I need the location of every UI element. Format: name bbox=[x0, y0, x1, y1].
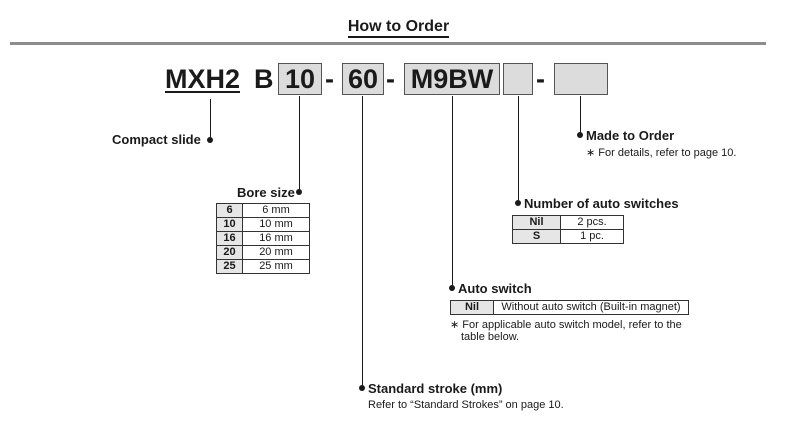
code-dash-1: - bbox=[325, 64, 334, 94]
leader-dot-auto-switch bbox=[449, 285, 455, 291]
standard-stroke-label: Standard stroke (mm) bbox=[368, 381, 503, 396]
code-type: B bbox=[254, 64, 274, 94]
code-bore-box: 10 bbox=[278, 63, 322, 95]
bore-value: 6 mm bbox=[242, 203, 310, 218]
leader-made-to-order bbox=[580, 96, 581, 135]
auto-switch-label: Auto switch bbox=[458, 281, 532, 296]
leader-dot-number-switches bbox=[515, 200, 521, 206]
code-stroke-box: 60 bbox=[342, 63, 384, 95]
leader-dot-compact-slide bbox=[207, 137, 213, 143]
leader-auto-switch bbox=[452, 96, 453, 288]
auto-switch-key: Nil bbox=[450, 300, 494, 315]
switch-count-key: Nil bbox=[512, 215, 561, 230]
standard-stroke-note: Refer to “Standard Strokes” on page 10. bbox=[368, 399, 564, 411]
bore-key: 6 bbox=[216, 203, 243, 218]
number-switches-label: Number of auto switches bbox=[524, 196, 679, 211]
bore-size-label: Bore size bbox=[237, 185, 295, 200]
code-made-to-order-box bbox=[554, 63, 608, 95]
bore-key: 20 bbox=[216, 245, 243, 260]
made-to-order-label: Made to Order bbox=[586, 128, 675, 143]
bore-value: 10 mm bbox=[242, 217, 310, 232]
code-dash-2: - bbox=[386, 64, 395, 94]
leader-dot-bore-size bbox=[296, 189, 302, 195]
leader-compact-slide bbox=[210, 99, 211, 140]
auto-switch-note: ∗ For applicable auto switch model, refe… bbox=[450, 319, 682, 331]
switch-count-key: S bbox=[512, 229, 561, 244]
made-to-order-note: ∗ For details, refer to page 10. bbox=[586, 147, 737, 159]
bore-key: 16 bbox=[216, 231, 243, 246]
bore-value: 16 mm bbox=[242, 231, 310, 246]
code-dash-3: - bbox=[536, 64, 545, 94]
leader-dot-standard-stroke bbox=[359, 385, 365, 391]
bore-key: 10 bbox=[216, 217, 243, 232]
code-switch-box: M9BW bbox=[404, 63, 500, 95]
page-title: How to Order bbox=[0, 18, 797, 38]
code-number-box bbox=[503, 63, 533, 95]
bore-value: 25 mm bbox=[242, 259, 310, 274]
leader-bore-size bbox=[299, 96, 300, 192]
leader-dot-made-to-order bbox=[577, 132, 583, 138]
leader-number-switches bbox=[518, 96, 519, 203]
compact-slide-label: Compact slide bbox=[112, 132, 201, 147]
title-rule bbox=[10, 42, 766, 45]
code-series: MXH2 bbox=[165, 64, 241, 94]
switch-count-value: 2 pcs. bbox=[560, 215, 624, 230]
auto-switch-value: Without auto switch (Built-in magnet) bbox=[493, 300, 689, 315]
switch-count-value: 1 pc. bbox=[560, 229, 624, 244]
leader-standard-stroke bbox=[362, 96, 363, 388]
bore-value: 20 mm bbox=[242, 245, 310, 260]
auto-switch-note-cont: table below. bbox=[461, 331, 520, 343]
bore-key: 25 bbox=[216, 259, 243, 274]
